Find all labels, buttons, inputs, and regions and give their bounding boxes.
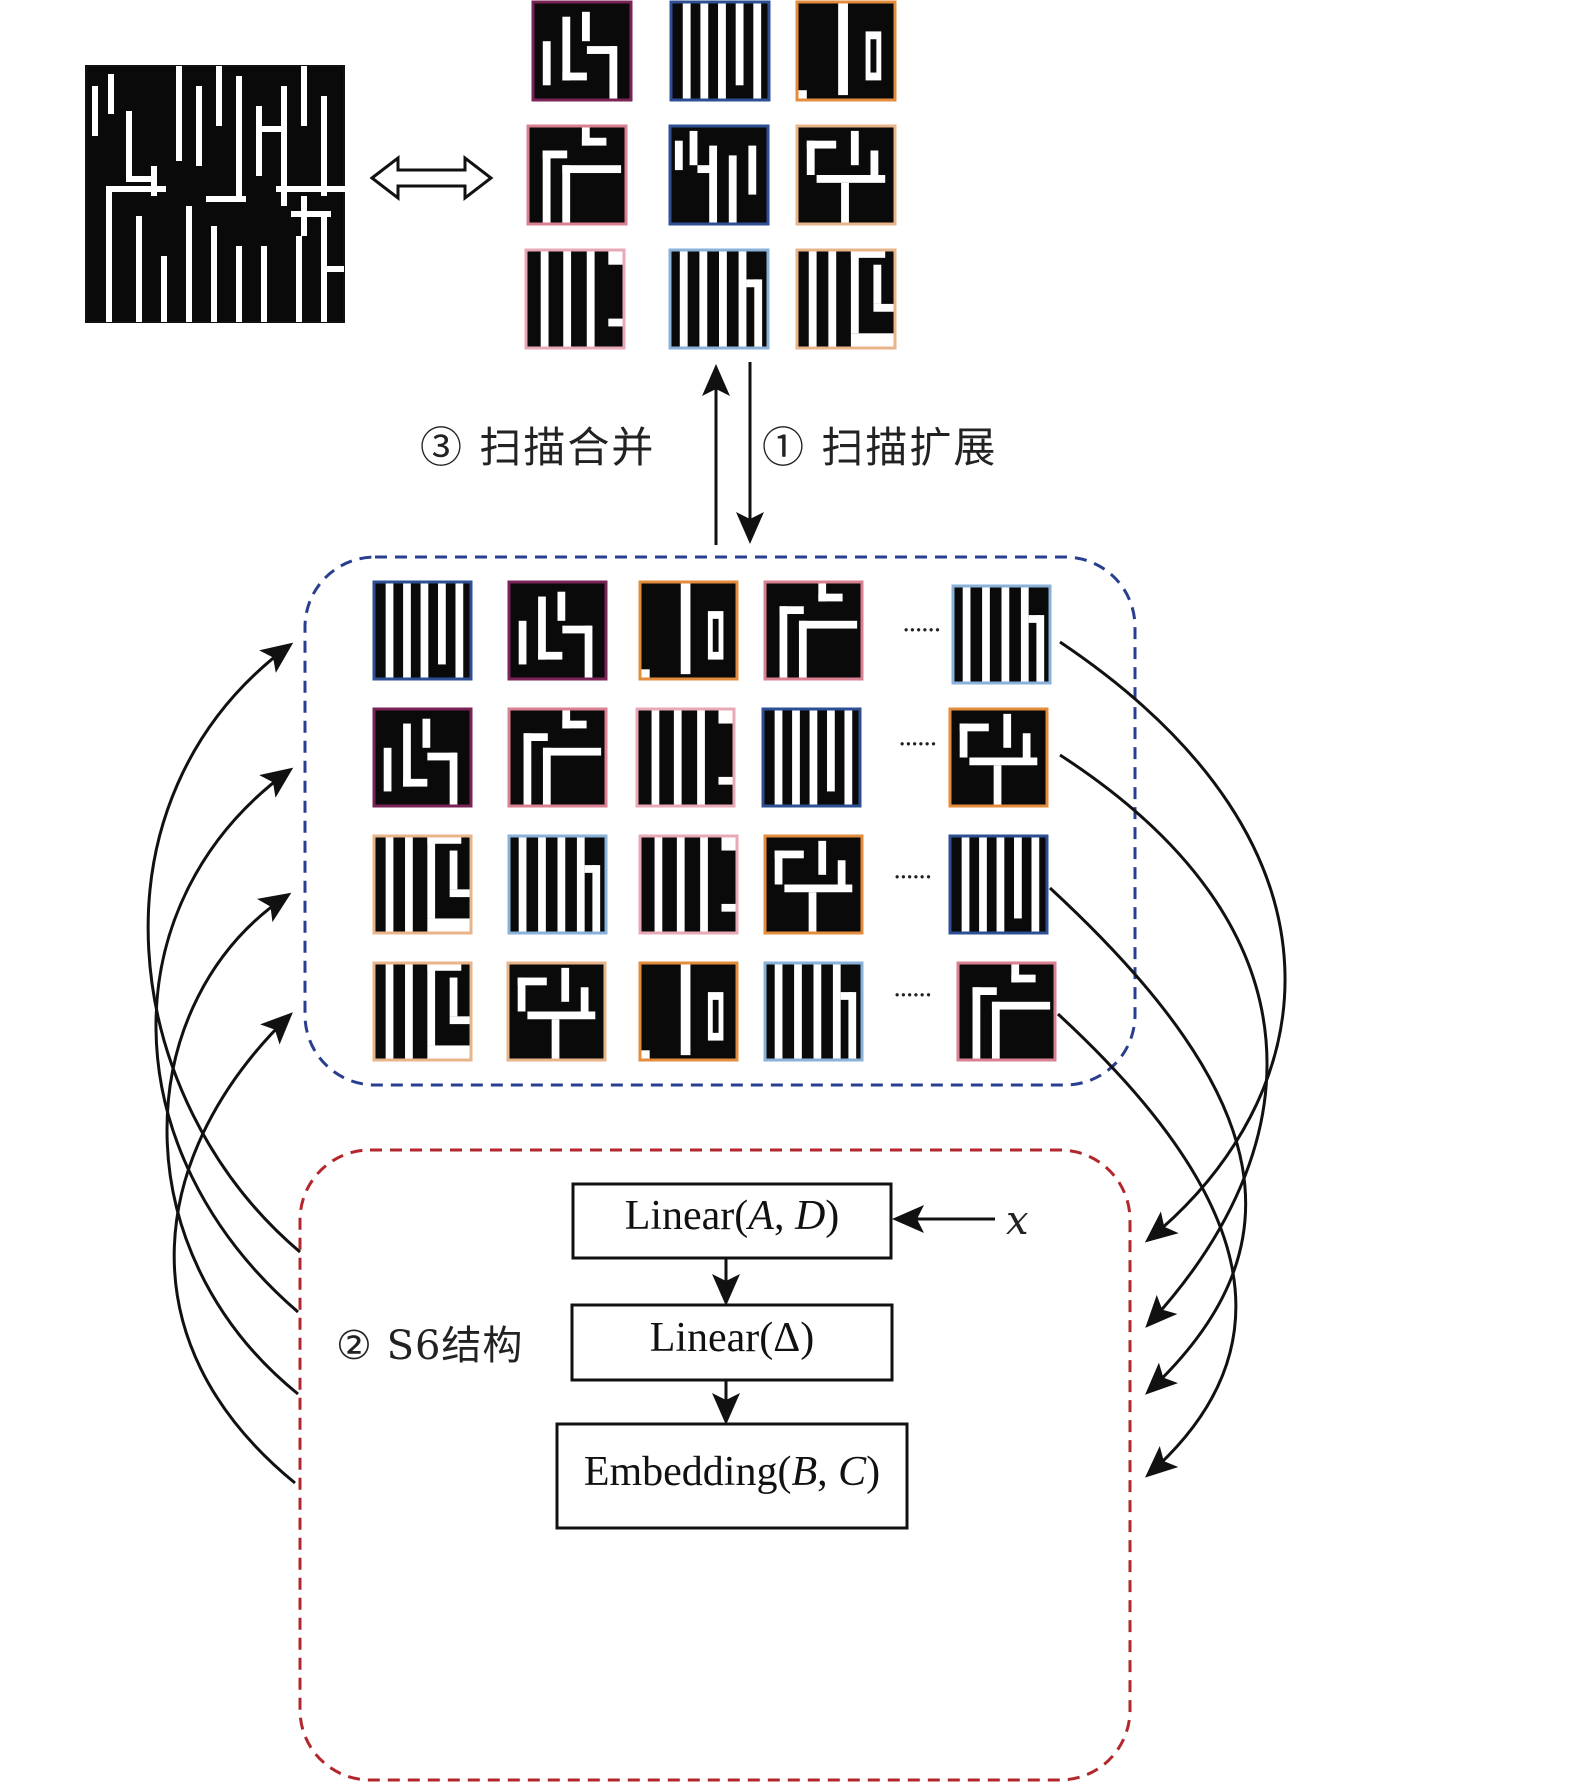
flow-curve-5: [1059, 640, 1287, 1243]
maze-wall: [126, 111, 132, 181]
maze-wall: [321, 216, 327, 322]
seq-row-1-patch-5: [951, 584, 1052, 685]
seq-row-1-patch-1: [372, 580, 473, 681]
flow-curve-1: [146, 642, 301, 1254]
embedding-bc-block: [555, 1422, 909, 1530]
seq-row-3-patch-5: [948, 834, 1049, 935]
flow-curve-6: [1059, 753, 1269, 1328]
maze-wall: [92, 86, 98, 136]
row-4-ellipsis: ......: [893, 973, 933, 1003]
maze-wall: [126, 176, 156, 182]
flow-curve-2: [154, 767, 299, 1314]
maze-wall: [291, 211, 331, 217]
top-patch-3: [795, 0, 897, 102]
top-patch-9: [795, 248, 897, 350]
maze-wall: [326, 266, 344, 272]
seq-row-4-patch-4: [763, 961, 864, 1062]
top-patch-8: [668, 248, 770, 350]
seq-row-4-patch-3: [638, 961, 739, 1062]
seq-row-1-patch-4: [763, 580, 864, 681]
top-patch-2: [669, 0, 771, 102]
top-patch-1: [531, 0, 633, 102]
patch-grid-3x3: [524, 0, 897, 350]
maze-wall: [106, 186, 166, 192]
seq-row-4-patch-5: [956, 961, 1057, 1062]
maze-wall: [261, 246, 267, 322]
linear-delta-block: [570, 1303, 894, 1382]
seq-row-2-patch-5: [948, 707, 1049, 808]
x-input-label: x: [1006, 1198, 1029, 1244]
embedding-bc-label: Embedding(B, C): [583, 1449, 881, 1495]
seq-row-2-patch-3: [635, 707, 736, 808]
scanned-sequences-group: [303, 555, 1137, 1087]
maze-wall: [216, 66, 222, 126]
maze-wall: [236, 76, 242, 196]
maze-wall: [206, 196, 246, 202]
maze-wall: [176, 66, 182, 161]
linear-ad-label: Linear(A, D): [624, 1193, 840, 1239]
seq-row-2-patch-2: [507, 707, 608, 808]
maze-wall: [256, 106, 262, 176]
seq-row-3-patch-3: [638, 834, 739, 935]
scan-merge-label: ③ 扫描合并: [420, 423, 656, 472]
maze-wall: [161, 256, 167, 322]
seq-row-4-patch-1: [372, 961, 473, 1062]
top-patch-4: [526, 124, 628, 226]
double-headed-arrow-icon: [369, 154, 494, 202]
maze-wall: [301, 66, 307, 126]
maze-wall: [186, 206, 192, 322]
seq-row-1-patch-2: [507, 580, 608, 681]
maze-wall: [196, 86, 202, 166]
row-2-ellipsis: ......: [898, 722, 938, 752]
seq-row-4-patch-2: [506, 961, 607, 1062]
maze-wall: [136, 216, 142, 322]
maze-wall: [236, 246, 242, 322]
maze-wall: [281, 86, 287, 206]
maze-wall: [151, 166, 157, 196]
row-1-ellipsis: ......: [902, 608, 942, 638]
flow-curve-3: [165, 892, 299, 1396]
seq-row-3-patch-1: [372, 834, 473, 935]
seq-row-3-patch-4: [763, 834, 864, 935]
top-patch-7: [524, 248, 626, 350]
seq-row-2-patch-1: [372, 707, 473, 808]
linear-ad-block: [571, 1182, 893, 1260]
seq-row-1-patch-3: [638, 580, 739, 681]
linear-delta-label: Linear(Δ): [649, 1315, 815, 1361]
full-maze-image: [85, 65, 346, 323]
scanned-patch-sequences: [372, 580, 1057, 1062]
top-patch-6: [795, 124, 897, 226]
s6-structure-label: ② S6结构: [336, 1323, 524, 1369]
maze-wall: [211, 226, 217, 322]
s6-structure-group: [298, 1148, 1132, 1782]
maze-wall: [106, 186, 112, 322]
seq-row-3-patch-2: [507, 834, 608, 935]
flow-curve-7: [1048, 886, 1248, 1395]
seq-row-2-patch-4: [761, 707, 862, 808]
sequence-flow-curves: [146, 640, 1287, 1485]
maze-wall: [256, 126, 286, 132]
top-patch-5: [668, 124, 770, 226]
scan-expand-label: ① 扫描扩展: [762, 423, 998, 472]
maze-wall: [276, 186, 346, 192]
flow-curve-4: [172, 1012, 296, 1485]
row-3-ellipsis: ......: [893, 855, 933, 885]
maze-wall: [296, 236, 302, 322]
maze-wall: [108, 74, 114, 114]
flow-curve-8: [1056, 1012, 1238, 1478]
maze-wall: [321, 96, 327, 196]
